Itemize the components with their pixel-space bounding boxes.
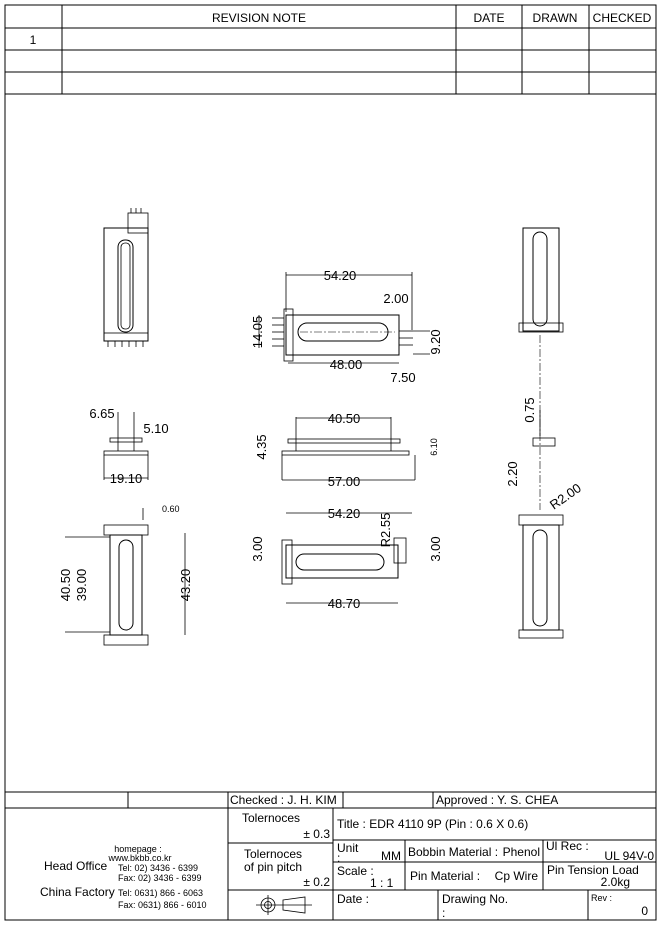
ul-rec-value: UL 94V-0 [604,849,654,863]
front-view: 40.50 4.35 6.10 57.00 [254,411,439,489]
bobbin-material-value: Phenol [503,845,540,859]
ul-rec-label: Ul Rec : [546,839,589,853]
dim-39-00: 39.00 [74,569,89,602]
dim-54-20-top: 54.20 [324,268,357,283]
pitch-tolerance-label-2: of pin pitch [244,860,302,874]
homepage-label: homepage : [114,844,162,854]
head-office-label: Head Office [44,859,107,873]
dim-6-10: 6.10 [429,438,439,456]
homepage-url: www.bkbb.co.kr [107,853,171,863]
dim-40-50-front: 40.50 [328,411,361,426]
china-factory-label: China Factory [40,885,115,899]
dim-3-00-right: 3.00 [428,536,443,561]
dim-14-05: 14.05 [250,316,265,349]
top-view: 54.20 2.00 14.05 9.20 48.00 7.50 [250,268,443,385]
dim-6-65: 6.65 [89,406,114,421]
revision-number: 1 [30,33,37,47]
dim-2-20: 2.20 [505,461,520,486]
dim-2-00: 2.00 [383,291,408,306]
dim-40-50-side: 40.50 [58,569,73,602]
revision-note-header: REVISION NOTE [212,11,306,25]
checked-header: CHECKED [593,11,652,25]
pin-tension-label: Pin Tension Load [547,863,639,877]
unit-label: Unit [337,841,359,855]
right-views: 0.75 2.20 R2.00 [505,227,584,639]
pin-tension-value: 2.0kg [601,875,630,889]
checked-by: Checked : J. H. KIM [230,793,337,807]
drawing-no-label: Drawing No. [442,892,508,906]
pin-material-value: Cp Wire [495,869,539,883]
revision-table: REVISION NOTE DATE DRAWN CHECKED 1 [5,5,656,95]
projection-symbol-icon [256,895,312,915]
dim-54-20-bottom: 54.20 [328,506,361,521]
drawn-header: DRAWN [533,11,578,25]
dim-7-50: 7.50 [390,370,415,385]
rev-value: 0 [641,904,648,918]
dim-9-20: 9.20 [428,329,443,354]
pin-material-label: Pin Material : [410,869,480,883]
dim-r2-00: R2.00 [547,480,584,512]
dim-19-10: 19.10 [110,471,143,486]
scale-label: Scale : [337,864,374,878]
drawing-title: Title : EDR 4110 9P (Pin : 0.6 X 0.6) [337,817,528,831]
head-office-tel: Tel: 02) 3436 - 6399 [118,863,198,873]
end-view: 6.65 5.10 19.10 [89,406,168,486]
drawing-no-colon: : [442,906,445,920]
side-view-bottom: 0.60 40.50 39.00 43.20 [58,504,193,646]
head-office-fax: Fax: 02) 3436 - 6399 [118,873,202,883]
unit-value: MM [381,849,401,863]
dim-4-35: 4.35 [254,434,269,459]
title-block: Checked : J. H. KIM Approved : Y. S. CHE… [5,791,656,920]
side-view-top [103,208,149,347]
pitch-tolerance-value: ± 0.2 [303,875,330,889]
pitch-tolerance-label-1: Tolernoces [244,847,302,861]
dim-0-75: 0.75 [522,397,537,422]
rev-label: Rev : [591,893,612,903]
dim-0-60: 0.60 [162,504,180,514]
china-factory-tel: Tel: 0631) 866 - 6063 [118,888,203,898]
china-factory-fax: Fax: 0631) 866 - 6010 [118,900,207,910]
dim-48-00: 48.00 [330,357,363,372]
unit-colon: : [337,851,340,865]
date-header: DATE [473,11,504,25]
tolerance-value: ± 0.3 [303,827,330,841]
dim-48-70: 48.70 [328,596,361,611]
tolerance-label: Tolernoces [242,811,300,825]
bobbin-material-label: Bobbin Material : [408,845,498,859]
date-label: Date : [337,892,369,906]
approved-by: Approved : Y. S. CHEA [436,793,558,807]
dim-3-00-left: 3.00 [250,536,265,561]
drawing-frame [4,4,657,921]
dim-57-00: 57.00 [328,474,361,489]
dim-43-20: 43.20 [178,569,193,602]
scale-value: 1 : 1 [370,876,394,890]
bottom-view: 54.20 R2.55 3.00 3.00 48.70 [250,506,443,611]
dim-5-10: 5.10 [143,421,168,436]
dim-r2-55: R2.55 [378,513,393,548]
